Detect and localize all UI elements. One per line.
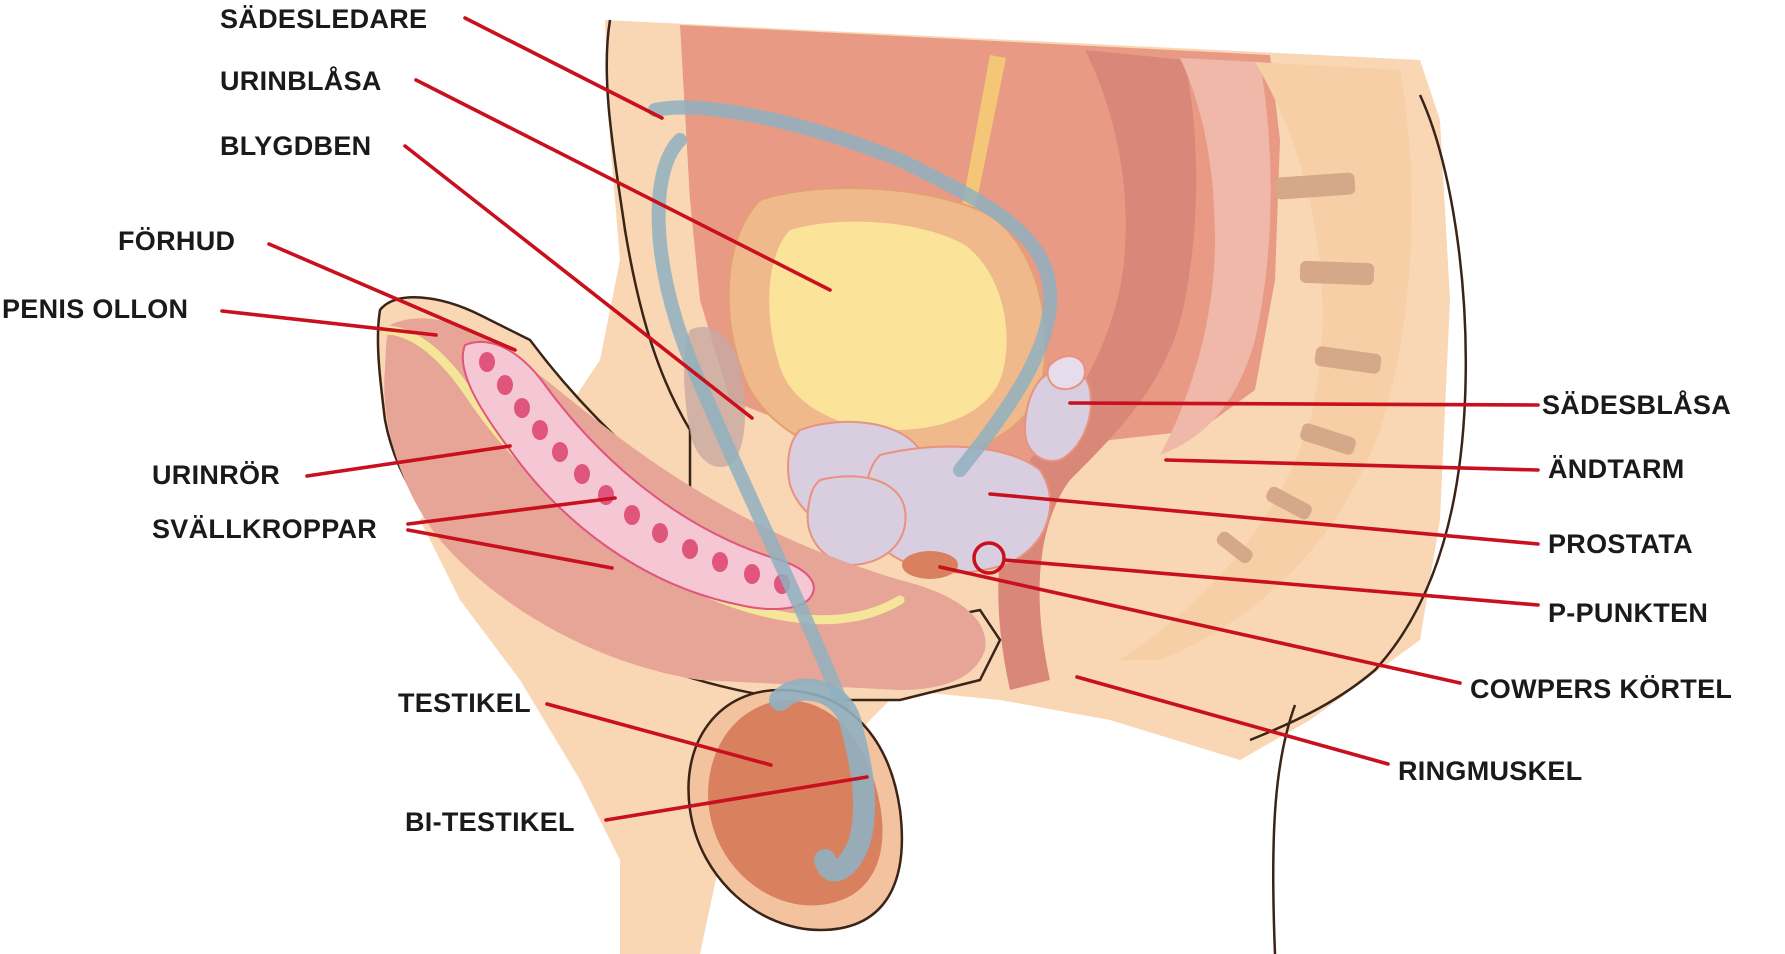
label-prostata: PROSTATA	[1548, 529, 1693, 559]
vertebra	[1300, 261, 1375, 286]
leader-sadesblasa	[1070, 403, 1538, 405]
label-testikel: TESTIKEL	[398, 688, 531, 718]
label-ringmuskel: RINGMUSKEL	[1398, 756, 1583, 786]
label-urinror: URINRÖR	[152, 460, 280, 490]
prostate-lower	[808, 476, 906, 565]
label-cowpers-kortel: COWPERS KÖRTEL	[1470, 674, 1732, 704]
seminal-vesicle-small	[1048, 356, 1085, 389]
label-andtarm: ÄNDTARM	[1548, 454, 1685, 484]
label-sadesledare: SÄDESLEDARE	[220, 4, 427, 34]
label-urinblasa: URINBLÅSA	[220, 65, 382, 96]
cowpers-gland	[902, 551, 958, 579]
testicle-group	[688, 690, 901, 930]
label-svallkroppar: SVÄLLKROPPAR	[152, 514, 377, 544]
label-bi-testikel: BI-TESTIKEL	[405, 807, 575, 837]
label-p-punkten: P-PUNKTEN	[1548, 598, 1708, 628]
leg-outline	[1273, 705, 1295, 954]
label-penis-ollon: PENIS OLLON	[2, 294, 188, 324]
label-forhud: FÖRHUD	[118, 226, 235, 256]
bladder-lumen	[769, 222, 1006, 430]
label-blygdben: BLYGDBEN	[220, 131, 371, 161]
label-sadesblasa: SÄDESBLÅSA	[1542, 389, 1731, 420]
